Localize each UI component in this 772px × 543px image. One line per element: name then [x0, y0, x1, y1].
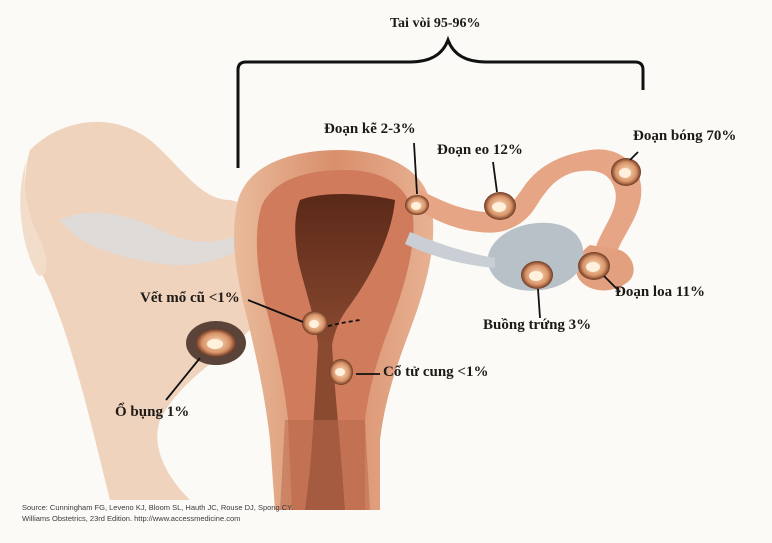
sac-fimbria-icon	[578, 252, 610, 280]
uterine-cavity	[295, 194, 395, 345]
source-line-1: Source: Cunningham FG, Leveno KJ, Bloom …	[22, 503, 294, 512]
sac-ovary-icon	[521, 261, 553, 289]
label-cervix: Cổ tử cung <1%	[383, 364, 489, 380]
right-ovary	[487, 222, 584, 291]
left-ovary-shadow	[60, 212, 248, 266]
leader-lines	[165, 142, 639, 401]
sac-cervix-icon	[329, 359, 353, 385]
tube-bracket	[236, 35, 645, 168]
label-isthmus: Đoạn eo 12%	[437, 142, 523, 158]
sac-scar-icon	[302, 311, 328, 335]
label-scar: Vết mổ cũ <1%	[140, 290, 240, 306]
label-fimbria: Đoạn loa 11%	[615, 284, 706, 300]
label-abdominal: Ổ bụng 1%	[115, 404, 190, 420]
vagina	[280, 420, 370, 510]
sac-ampulla-icon	[611, 158, 641, 186]
sac-isthmus-icon	[484, 192, 516, 220]
ovarian-ligament	[405, 232, 495, 268]
left-fimbria	[20, 150, 47, 276]
label-tube-total: Tai vòi 95-96%	[390, 16, 481, 31]
sac-interstitial-icon	[405, 195, 429, 215]
label-ampulla: Đoạn bóng 70%	[633, 128, 737, 144]
sac-abdominal-icon	[186, 321, 246, 365]
label-ovary: Buồng trứng 3%	[483, 317, 592, 333]
label-interstitial: Đoạn kẽ 2-3%	[324, 121, 416, 137]
source-line-2: Williams Obstetrics, 23rd Edition. http:…	[22, 514, 241, 523]
